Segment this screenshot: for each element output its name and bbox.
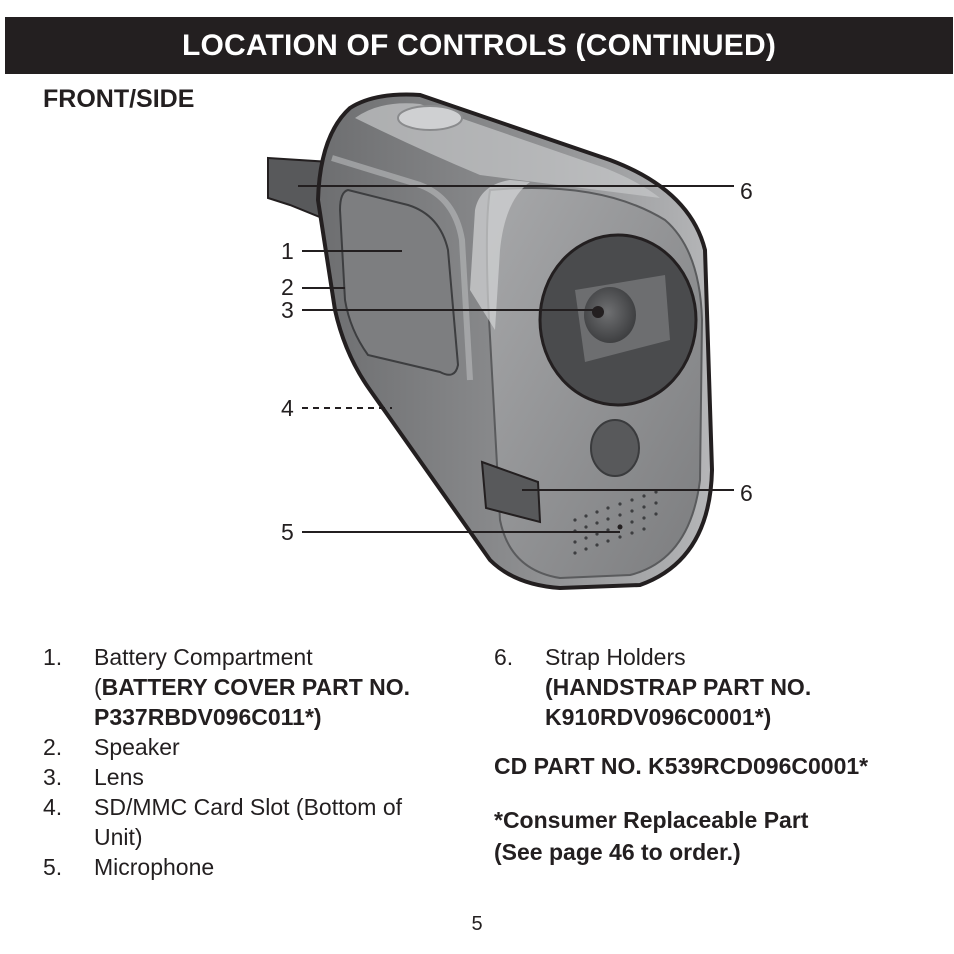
- callout-3: 3: [281, 297, 294, 323]
- list-item: 6. Strap Holders (HANDSTRAP PART NO. K91…: [494, 644, 812, 730]
- callout-4: 4: [281, 395, 294, 421]
- consumer-note-line1: *Consumer Replaceable Part: [494, 807, 809, 833]
- section-title: FRONT/SIDE: [43, 85, 195, 113]
- consumer-note-line2: (See page 46 to order.): [494, 839, 741, 865]
- strap-top: [267, 156, 334, 224]
- callout-5: 5: [281, 519, 294, 545]
- battery-cover: [338, 188, 460, 376]
- parts-list-left: 1. Battery Compartment (BATTERY COVER PA…: [43, 642, 463, 882]
- list-item: 1. Battery Compartment (BATTERY COVER PA…: [43, 644, 411, 730]
- part-label: Speaker: [94, 734, 180, 760]
- callout-6-bottom: 6: [740, 480, 753, 506]
- parts-list-right: 6. Strap Holders (HANDSTRAP PART NO. K91…: [494, 642, 934, 732]
- page-number: 5: [471, 913, 483, 935]
- camera-illustration: [267, 92, 734, 591]
- consumer-note: *Consumer Replaceable Part (See page 46 …: [494, 804, 808, 868]
- part-label: Microphone: [94, 854, 215, 880]
- part-number-cont: K910RDV096C0001*): [545, 704, 772, 730]
- part-label: SD/MMC Card Slot (Bottom of: [94, 794, 403, 820]
- part-number-cont: P337RBDV096C011*): [94, 704, 322, 730]
- lens-glass: [584, 287, 636, 343]
- strap-bottom: [480, 460, 542, 524]
- callout-6-top: 6: [740, 178, 753, 204]
- cd-part-note: CD PART NO. K539RCD096C0001*: [494, 753, 869, 779]
- page-title: LOCATION OF CONTROLS (CONTINUED): [181, 28, 777, 62]
- list-item: 3. Lens: [43, 764, 144, 790]
- part-label: Strap Holders: [545, 644, 686, 670]
- part-number: BATTERY COVER PART NO.: [101, 674, 411, 700]
- callout-1: 1: [281, 238, 294, 264]
- part-number: (HANDSTRAP PART NO.: [545, 674, 812, 700]
- part-label: Battery Compartment: [94, 644, 313, 670]
- top-button: [397, 105, 463, 131]
- callout-2: 2: [281, 274, 294, 300]
- page-header: LOCATION OF CONTROLS (CONTINUED): [5, 17, 953, 74]
- part-label: Lens: [94, 764, 144, 790]
- list-item: 5. Microphone: [43, 854, 215, 880]
- list-item: 4. SD/MMC Card Slot (Bottom of Unit): [43, 794, 403, 850]
- flash-sensor: [590, 419, 640, 477]
- list-item: 2. Speaker: [43, 734, 180, 760]
- part-label-cont: Unit): [94, 824, 143, 850]
